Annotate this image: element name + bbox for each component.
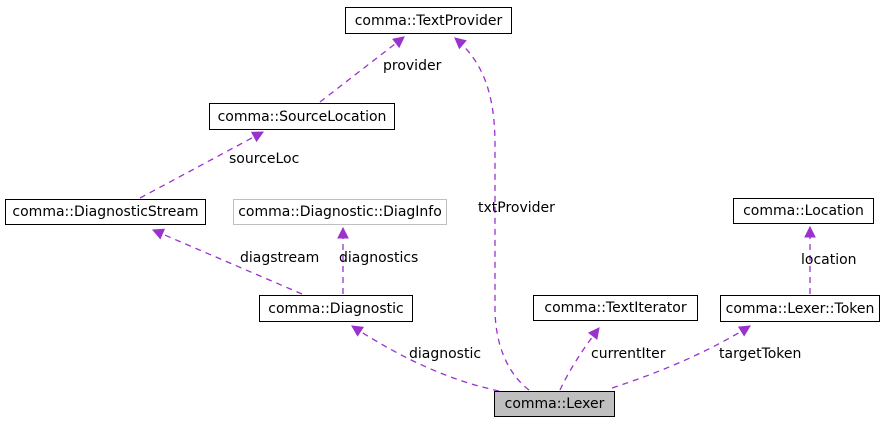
edge-provider	[319, 36, 405, 103]
edge-sourceloc	[139, 131, 265, 199]
node-comma-lexer-current: comma::Lexer	[494, 391, 615, 417]
edge-label-sourceloc: sourceLoc	[229, 151, 300, 167]
edge-diagstream	[151, 228, 303, 295]
edge-label-provider: provider	[383, 58, 442, 74]
edge-label-diagnostics: diagnostics	[339, 250, 419, 266]
node-comma-diagnostic[interactable]: comma::Diagnostic	[259, 295, 413, 322]
edge-diagnostic	[351, 325, 500, 392]
edge-txtprovider	[454, 37, 530, 391]
edge-currentiter	[559, 327, 600, 391]
edge-label-targettoken: targetToken	[719, 346, 802, 362]
edge-label-txtprovider: txtProvider	[478, 200, 555, 216]
edge-label-diagnostic: diagnostic	[409, 346, 482, 362]
edge-label-diagstream: diagstream	[240, 250, 320, 266]
node-comma-diagnosticstream[interactable]: comma::DiagnosticStream	[5, 199, 206, 225]
edge-label-location: location	[801, 252, 857, 268]
node-comma-textprovider[interactable]: comma::TextProvider	[345, 7, 512, 34]
node-comma-lexer-token[interactable]: comma::Lexer::Token	[720, 295, 880, 322]
node-comma-sourcelocation[interactable]: comma::SourceLocation	[209, 103, 395, 130]
node-comma-textiterator[interactable]: comma::TextIterator	[533, 295, 698, 321]
node-comma-diagnostic-diaginfo: comma::Diagnostic::DiagInfo	[233, 199, 447, 225]
edge-targettoken	[611, 325, 751, 389]
edge-label-currentiter: currentIter	[591, 346, 666, 362]
node-comma-location[interactable]: comma::Location	[733, 198, 874, 224]
